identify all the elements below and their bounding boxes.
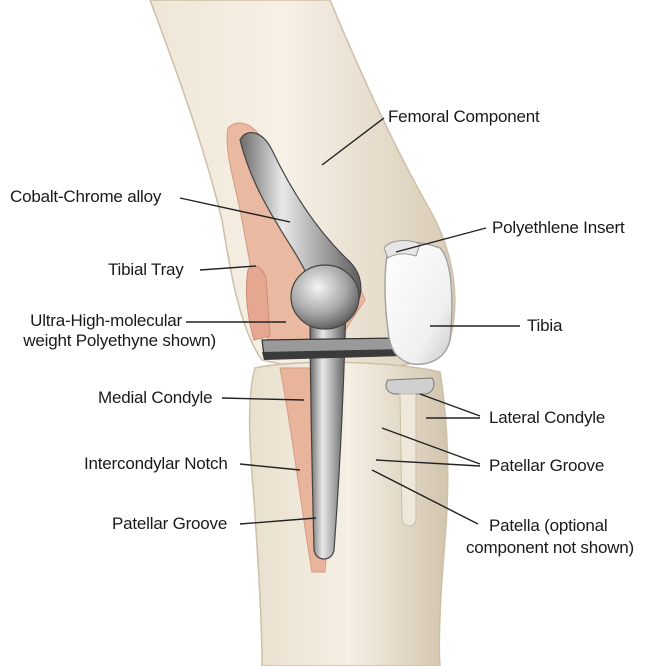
label-patella-line1: Patella (optional xyxy=(489,516,608,536)
label-patellar-groove-left: Patellar Groove xyxy=(112,514,227,534)
lateral-fin xyxy=(400,394,416,526)
label-lateral-condyle: Lateral Condyle xyxy=(489,408,605,428)
tibia-bone xyxy=(250,362,448,666)
label-tibia: Tibia xyxy=(527,316,562,336)
label-femoral-component: Femoral Component xyxy=(388,107,540,127)
femoral-condyle-ball xyxy=(291,265,359,329)
label-uhmw-line2: weight Polyethyne shown) xyxy=(4,331,216,351)
label-polyethylene-insert: Polyethlene Insert xyxy=(492,218,624,238)
polyethylene-insert-shape xyxy=(385,242,452,364)
label-cobalt-chrome-alloy: Cobalt-Chrome alloy xyxy=(10,187,161,207)
label-tibial-tray: Tibial Tray xyxy=(108,260,184,280)
label-patella-line2: component not shown) xyxy=(466,538,634,558)
label-patellar-groove-right: Patellar Groove xyxy=(489,456,604,476)
label-intercondylar-notch: Intercondylar Notch xyxy=(84,454,228,474)
label-medial-condyle: Medial Condyle xyxy=(98,388,212,408)
label-uhmw-line1: Ultra-High-molecular xyxy=(4,311,182,331)
lateral-condyle-component xyxy=(386,378,434,394)
